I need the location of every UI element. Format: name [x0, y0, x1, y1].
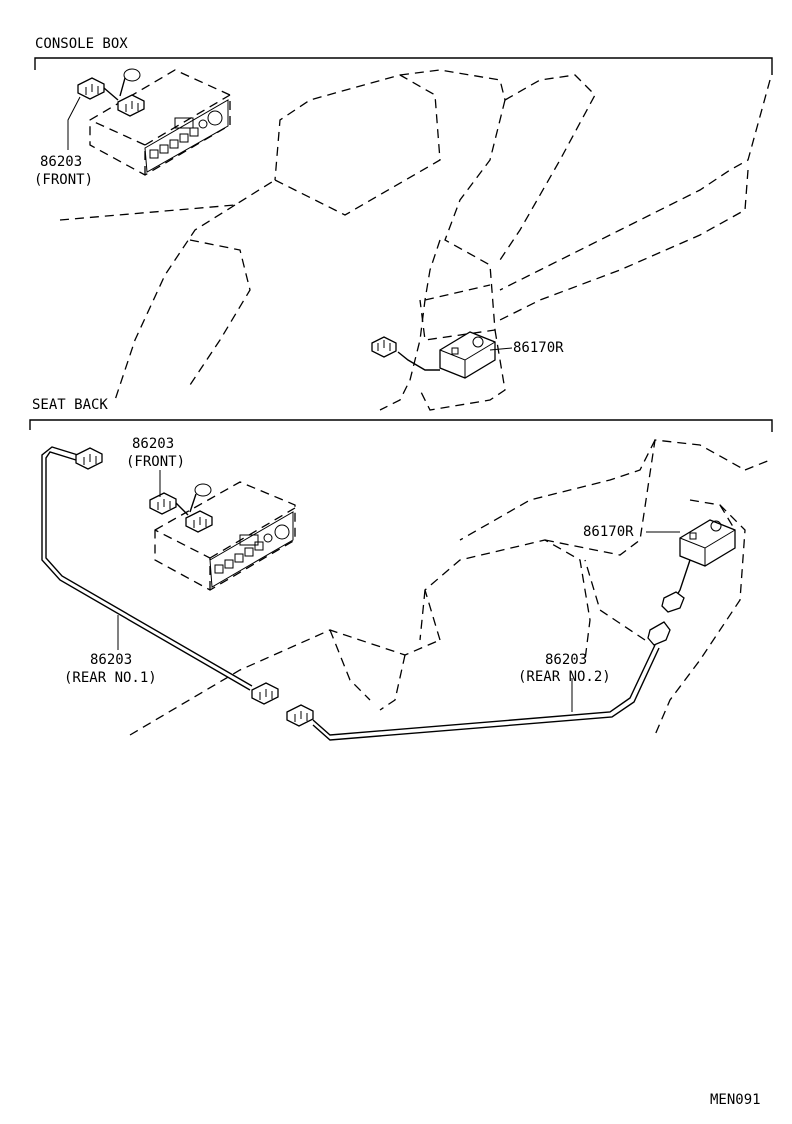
connector-icon: [75, 447, 103, 470]
speaker-knob-icon: [710, 520, 722, 532]
connector-icon: [286, 704, 314, 727]
seat-speaker-part-number: 86170R: [583, 524, 634, 540]
console-speaker-unit: [371, 331, 496, 379]
harness2-part-number: 86203: [545, 652, 587, 668]
seat-radio-unit: [154, 481, 296, 591]
antenna-plug-icon: [194, 483, 212, 497]
console-body-outline: [59, 69, 771, 411]
seat-speaker-unit: [661, 519, 736, 613]
seat-body-outline: [129, 439, 771, 736]
connector-icon: [149, 492, 177, 515]
seat-radio-connectors: [149, 483, 213, 533]
seat-back-title: SEAT BACK: [32, 397, 108, 413]
harness-rear-no2: [286, 621, 671, 741]
harness2-note: (REAR NO.2): [518, 669, 611, 685]
console-box-section: CONSOLE BOX: [34, 36, 773, 411]
seat-section-bracket: [29, 419, 773, 432]
harness1-part-number: 86203: [90, 652, 132, 668]
console-box-title: CONSOLE BOX: [35, 36, 128, 52]
drawing-code: MEN091: [710, 1092, 761, 1108]
seat-back-section: SEAT BACK: [29, 397, 773, 741]
connector-icon: [251, 682, 279, 705]
knob-icon: [274, 524, 290, 540]
leader-line: [67, 96, 81, 150]
console-radio-note: (FRONT): [34, 172, 93, 188]
leader-line: [489, 347, 513, 351]
antenna-plug-icon: [123, 68, 141, 82]
knob-icon: [207, 110, 223, 126]
speaker-knob-icon: [472, 336, 484, 348]
seat-radio-part-number: 86203: [132, 436, 174, 452]
connector-icon: [647, 621, 671, 646]
console-radio-unit: [89, 69, 231, 176]
console-speaker-part-number: 86170R: [513, 340, 564, 356]
console-radio-connectors: [77, 68, 145, 117]
harness-rear-no1: [41, 446, 279, 705]
connector-icon: [77, 77, 105, 100]
connector-icon: [117, 94, 145, 117]
console-section-bracket: [34, 57, 773, 75]
harness1-note: (REAR NO.1): [64, 670, 157, 686]
console-radio-part-number: 86203: [40, 154, 82, 170]
connector-icon: [661, 591, 685, 613]
connector-icon: [185, 510, 213, 533]
seat-radio-note: (FRONT): [126, 454, 185, 470]
